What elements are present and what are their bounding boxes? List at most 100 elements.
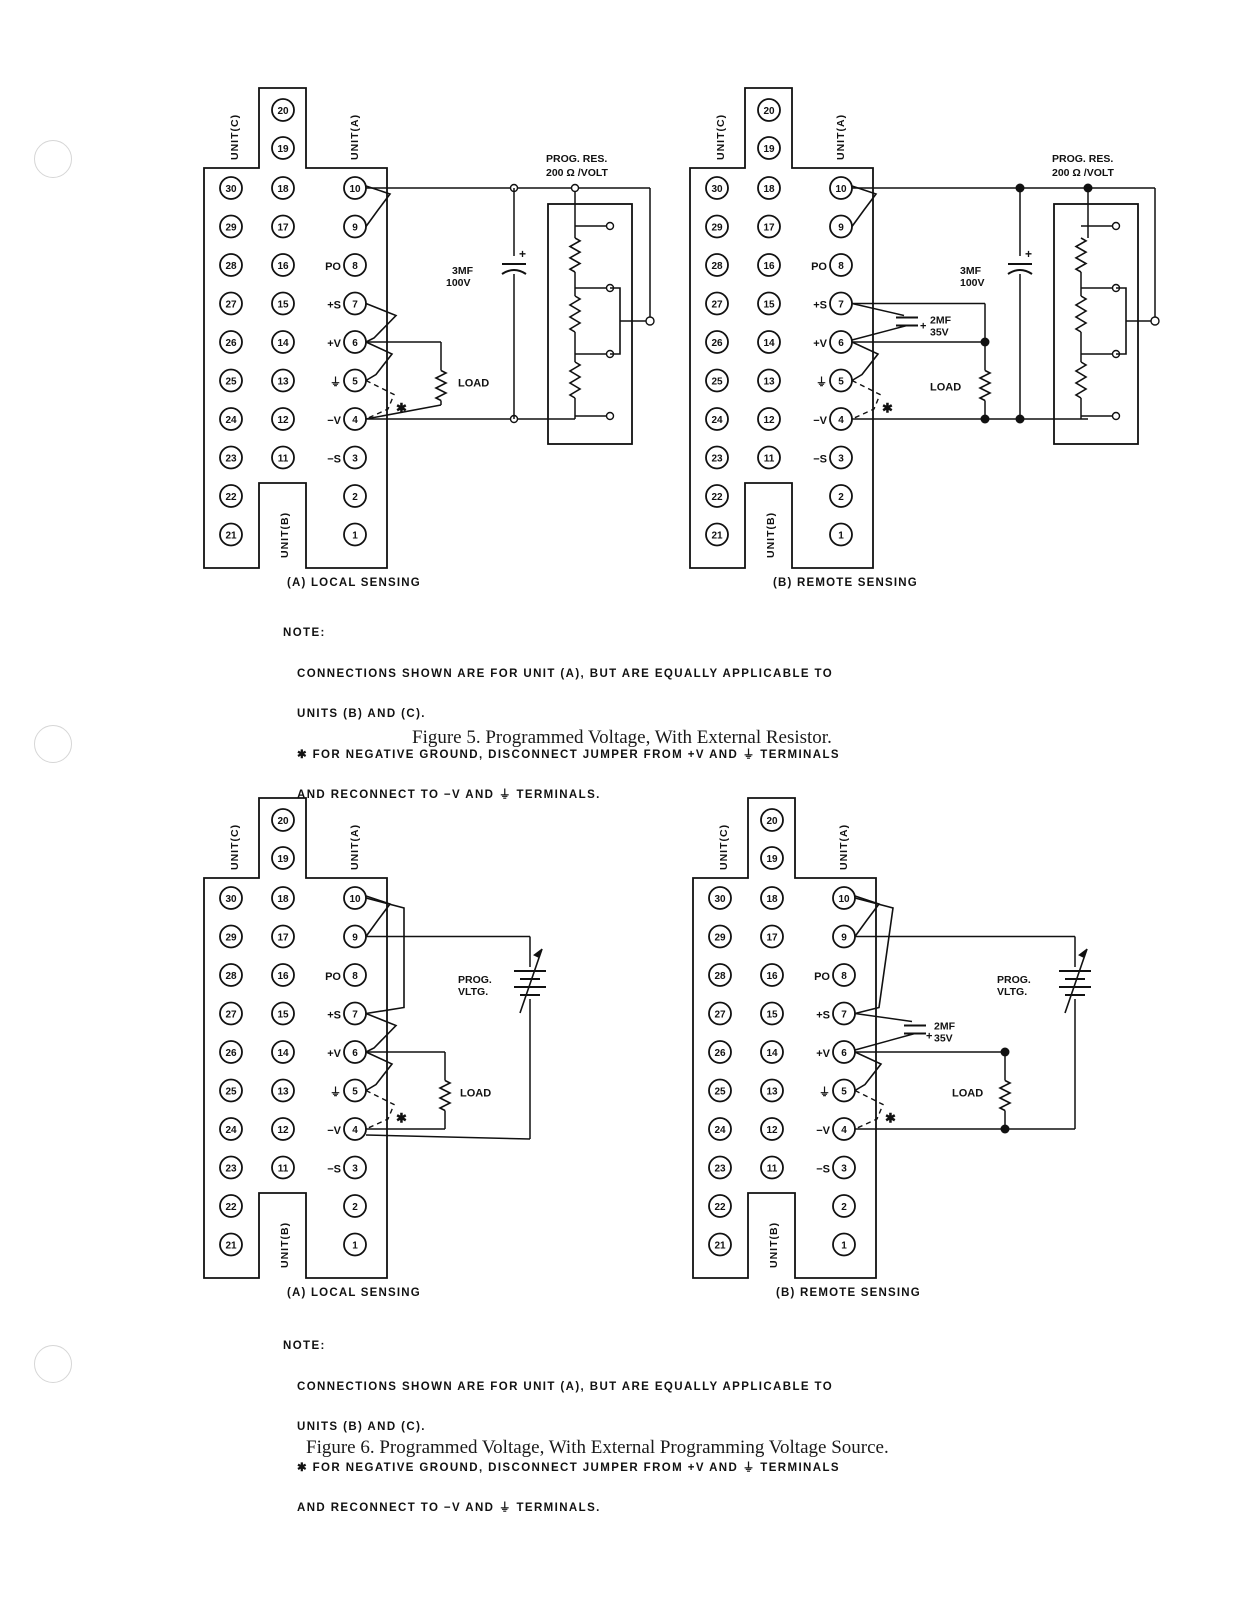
fig5b-terminal-label-8: 8 <box>838 261 844 272</box>
fig5a-terminal-27 <box>219 291 243 316</box>
cap-label-1: 3MF <box>960 265 982 277</box>
load-label: LOAD <box>460 1088 491 1100</box>
fig6b-terminal-17 <box>760 924 784 949</box>
fig6b-terminal-label-11: 11 <box>767 1164 778 1175</box>
tap-contact-0 <box>605 221 615 231</box>
fig6a-terminal-28 <box>219 963 243 987</box>
prog-res-seg-3 <box>1074 361 1088 399</box>
cap-label-2: 100V <box>446 277 471 289</box>
fig6a-terminal-24 <box>219 1117 243 1141</box>
fig6a-terminal-label-11: 11 <box>278 1164 289 1175</box>
fig6a-terminal-label-6: 6 <box>352 1048 358 1059</box>
fig5a-terminal-label-20: 20 <box>277 106 289 117</box>
fig5b-terminal-11 <box>757 445 781 470</box>
fig5b-terminal-label-28: 28 <box>711 261 723 272</box>
fig6a-terminal-2 <box>343 1194 367 1218</box>
fig5a-terminal-label-25: 25 <box>225 377 237 388</box>
fig6b-terminal-14 <box>760 1040 784 1064</box>
fig5a-terminal-label-11: 11 <box>278 454 289 465</box>
fig6a-terminal-label-15: 15 <box>277 1010 289 1021</box>
fig6a-terminal-label-2: 2 <box>352 1202 358 1213</box>
prog-vltg-label-1: PROG. <box>997 974 1031 986</box>
jumper-v-gnd <box>365 1051 394 1092</box>
prog-res-box <box>1053 203 1139 445</box>
fig5a-terminal-13 <box>271 368 295 393</box>
fig6b-terminal-label-20: 20 <box>766 816 778 827</box>
fig5a-terminal-18 <box>271 176 295 200</box>
fig6b-terminal-2 <box>832 1194 856 1218</box>
alt-jumper-dashed <box>854 1089 884 1130</box>
fig5-note-line-3: ✱ FOR NEGATIVE GROUND, DISCONNECT JUMPER… <box>297 748 840 761</box>
fig6a-terminal-label-16: 16 <box>277 971 289 982</box>
fig6b-terminal-25 <box>708 1078 732 1103</box>
fig5a-terminal-17 <box>271 214 295 239</box>
fig6a-terminal-18 <box>271 886 295 910</box>
fig6b-terminal-label-7: 7 <box>841 1010 847 1021</box>
fig6b-terminal-30 <box>708 886 732 910</box>
fig5b-terminal-25 <box>705 368 729 393</box>
fig6b-terminal-label-16: 16 <box>766 971 778 982</box>
fig5b-terminal-label-5: 5 <box>838 377 844 388</box>
fig6a-terminal-label-18: 18 <box>277 894 289 905</box>
prog-res-label-1: PROG. RES. <box>1052 153 1113 165</box>
asterisk-mark: ✱ <box>396 401 407 416</box>
fig6b-terminal-label-4: 4 <box>841 1125 847 1136</box>
fig6a-terminal-27 <box>219 1001 243 1026</box>
fig6b-terminal-label-26: 26 <box>714 1048 726 1059</box>
fig5a-terminal-20 <box>271 98 295 122</box>
prog-vltg-label-2: VLTG. <box>458 986 488 998</box>
fig5a-terminal-label-13: 13 <box>277 377 289 388</box>
fig5b-terminal-prefix-8: PO <box>811 261 827 273</box>
fig5b-terminal-prefix-6: +V <box>813 338 827 350</box>
fig6a-terminal-block-outline <box>203 797 388 1279</box>
fig5a-terminal-label-28: 28 <box>225 261 237 272</box>
fig6b-terminal-24 <box>708 1117 732 1141</box>
fig6b-terminal-label-1: 1 <box>841 1241 847 1252</box>
fig6b-terminal-label-29: 29 <box>714 933 726 944</box>
cap-label-2: 100V <box>960 277 985 289</box>
fig5b-terminal-label-19: 19 <box>763 144 775 155</box>
fig5a-terminal-prefix-6: +V <box>327 338 341 350</box>
fig6a-terminal-14 <box>271 1040 295 1064</box>
fig5a-terminal-label-23: 23 <box>225 454 237 465</box>
fig5b-terminal-label-7: 7 <box>838 300 844 311</box>
cap2-label-2: 35V <box>934 1033 953 1045</box>
fig5b-terminal-label-3: 3 <box>838 454 844 465</box>
fig6b-terminal-26 <box>708 1040 732 1064</box>
fig5a-terminal-30 <box>219 176 243 200</box>
cap-3mf-plus: + <box>1025 247 1032 261</box>
cap2-label-1: 2MF <box>930 315 952 327</box>
fig5a-terminal-label-8: 8 <box>352 261 358 272</box>
fig5b-terminal-label-14: 14 <box>763 338 775 349</box>
fig6a-terminal-label-10: 10 <box>349 894 361 905</box>
cap-label-1: 3MF <box>452 265 474 277</box>
tap-contact-3 <box>605 411 615 421</box>
fig6a-terminal-23 <box>219 1155 243 1180</box>
fig5a-terminal-label-2: 2 <box>352 492 358 503</box>
fig5b-terminal-label-6: 6 <box>838 338 844 349</box>
fig5a-terminal-block-outline <box>203 87 388 569</box>
fig6b-unit-c-label: UNIT(C) <box>718 824 730 870</box>
fig5a-terminal-label-26: 26 <box>225 338 237 349</box>
fig5a-terminal-label-10: 10 <box>349 184 361 195</box>
fig6b-unit-a-label: UNIT(A) <box>838 824 850 870</box>
jumper-10-9 <box>365 895 392 937</box>
fig5b-terminal-label-2: 2 <box>838 492 844 503</box>
cap2-label-1: 2MF <box>934 1021 956 1033</box>
fig6a-terminal-26 <box>219 1040 243 1064</box>
fig5a-terminal-11 <box>271 445 295 470</box>
fig5b-terminal-13 <box>757 368 781 393</box>
binder-hole-3 <box>34 1345 72 1383</box>
prog-res-label-1: PROG. RES. <box>546 153 607 165</box>
prog-res-seg-2 <box>1074 295 1088 333</box>
fig5b-unit-a-label: UNIT(A) <box>835 114 847 160</box>
fig6a-terminal-15 <box>271 1001 295 1026</box>
fig5b-terminal-19 <box>757 136 781 160</box>
fig6b-terminal-label-10: 10 <box>838 894 850 905</box>
asterisk-mark: ✱ <box>396 1111 407 1126</box>
fig5b-terminal-label-9: 9 <box>838 223 844 234</box>
prog-res-seg-1 <box>1074 237 1088 273</box>
